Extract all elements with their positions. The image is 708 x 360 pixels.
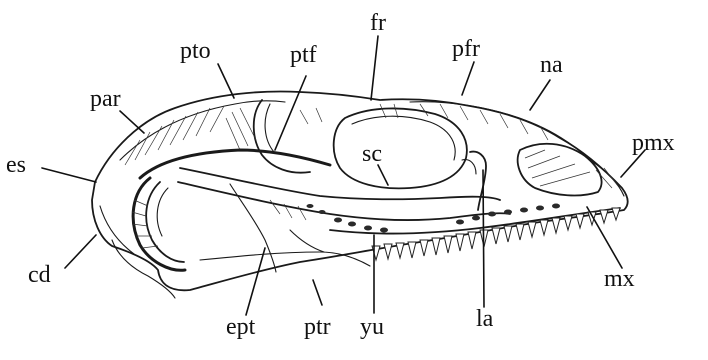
- label-ept: ept: [226, 314, 256, 340]
- leader-ept: [246, 248, 265, 315]
- label-na: na: [540, 52, 563, 78]
- leader-sc: [378, 165, 388, 185]
- label-ptr: ptr: [304, 314, 331, 340]
- leader-ptr: [313, 280, 322, 305]
- leader-es: [42, 168, 96, 182]
- label-par: par: [90, 86, 121, 112]
- orbit: [334, 108, 467, 188]
- nasal-ridge: [410, 102, 590, 160]
- label-sc: sc: [362, 141, 382, 167]
- maxilla: [330, 208, 620, 234]
- temporal-fenestra-edge: [140, 150, 330, 178]
- antorbital-fenestra: [518, 144, 602, 196]
- quadrate-region: [100, 178, 185, 298]
- label-es: es: [6, 152, 26, 178]
- leader-la: [483, 170, 484, 307]
- leader-na: [530, 80, 550, 110]
- leader-pfr: [462, 62, 474, 95]
- label-cd: cd: [28, 262, 51, 288]
- label-ptf: ptf: [290, 42, 317, 68]
- leader-pto: [218, 64, 234, 98]
- label-pfr: pfr: [452, 36, 480, 62]
- jugal: [180, 168, 500, 200]
- postorbital-bar: [254, 100, 310, 173]
- skull-drawing: [92, 92, 628, 298]
- label-yu: yu: [360, 314, 384, 340]
- labels: pto ptf fr pfr na par pmx es sc cd mx ep…: [6, 10, 675, 340]
- label-pto: pto: [180, 38, 211, 64]
- label-pmx: pmx: [632, 130, 675, 156]
- label-mx: mx: [604, 266, 635, 292]
- leader-par: [120, 111, 144, 133]
- ectopterygoid: [230, 184, 276, 272]
- label-la: la: [476, 306, 494, 332]
- label-fr: fr: [370, 10, 386, 36]
- leader-cd: [65, 235, 96, 268]
- leader-fr: [371, 36, 378, 100]
